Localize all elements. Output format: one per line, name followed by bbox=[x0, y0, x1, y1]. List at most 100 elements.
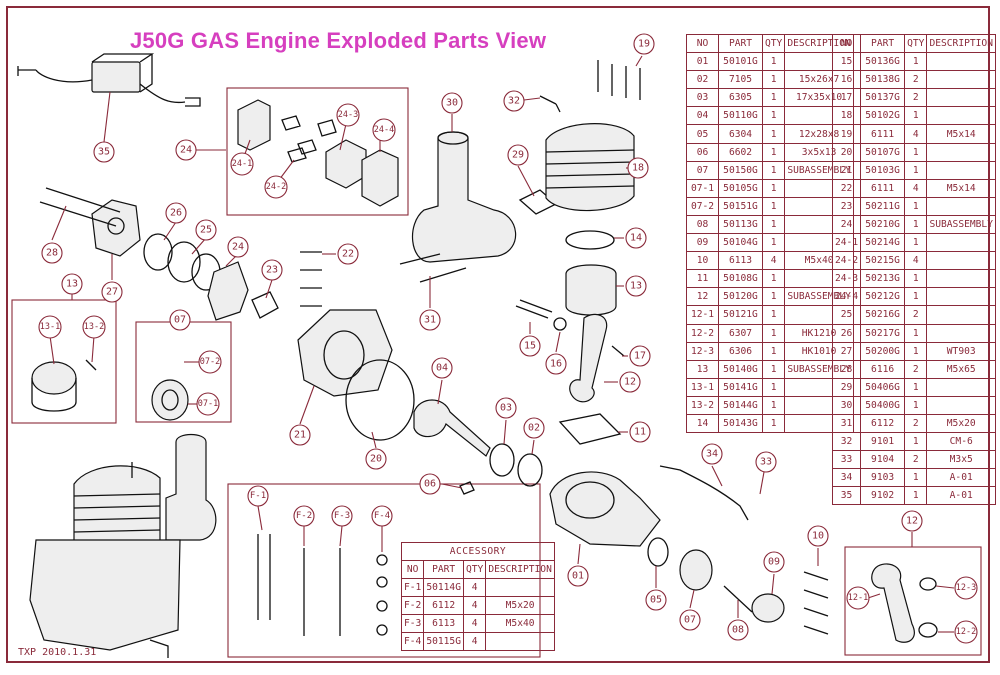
part-number-cell: F-1 bbox=[400, 578, 425, 597]
callout-34: 34 bbox=[701, 443, 723, 465]
part-code-cell: 50105G bbox=[718, 178, 763, 198]
header-no: NO bbox=[831, 33, 862, 54]
part-qty-cell: 1 bbox=[761, 214, 786, 235]
part-code-cell: 50101G bbox=[718, 52, 763, 72]
svg-text:F-4: F-4 bbox=[374, 511, 390, 521]
svg-text:29: 29 bbox=[512, 150, 524, 161]
part-code-cell: 50150G bbox=[718, 160, 763, 180]
header-qty: QTY bbox=[462, 560, 487, 579]
callout-F-4: F-4 bbox=[371, 505, 393, 527]
callout-04: 04 bbox=[431, 357, 453, 379]
bolts-22 bbox=[300, 251, 322, 307]
part-number-cell: 31 bbox=[831, 413, 862, 434]
part-description-cell: M3x5 bbox=[926, 450, 996, 470]
part-qty-cell: 2 bbox=[904, 70, 928, 90]
part-number-cell: 12 bbox=[686, 287, 719, 307]
reed-valve-parts bbox=[237, 99, 399, 207]
part-qty-cell: 4 bbox=[761, 251, 786, 271]
accessory-parts bbox=[257, 534, 388, 636]
part-description-cell bbox=[926, 52, 996, 72]
part-qty-cell: 1 bbox=[761, 124, 786, 144]
part-description-cell: M5x20 bbox=[485, 596, 555, 615]
callout-F-3: F-3 bbox=[331, 505, 353, 527]
part-qty-cell: 2 bbox=[904, 359, 928, 379]
part-number-cell: 29 bbox=[831, 377, 862, 397]
svg-text:24-3: 24-3 bbox=[338, 110, 358, 120]
conrod-part bbox=[515, 299, 625, 403]
callout-F-1: F-1 bbox=[247, 485, 269, 507]
part-code-cell: 50144G bbox=[718, 395, 763, 415]
part-number-cell: 28 bbox=[831, 359, 862, 379]
part-number-cell: 06 bbox=[686, 142, 719, 162]
callout-06: 06 bbox=[419, 473, 441, 495]
part-number-cell: 07 bbox=[686, 160, 719, 180]
part-code-cell: 50110G bbox=[718, 106, 763, 126]
part-code-cell: 50216G bbox=[860, 305, 906, 325]
svg-text:26: 26 bbox=[170, 208, 182, 219]
intake-spacers bbox=[143, 233, 279, 321]
part-qty-cell: 1 bbox=[904, 287, 928, 307]
svg-text:06: 06 bbox=[424, 479, 436, 490]
part-code-cell: 50138G bbox=[860, 70, 906, 90]
part-number-cell: 26 bbox=[831, 323, 862, 343]
part-code-cell: 6305 bbox=[718, 88, 763, 108]
part-qty-cell: 1 bbox=[761, 413, 786, 434]
part-number-cell: 02 bbox=[686, 70, 719, 90]
part-code-cell: 50104G bbox=[718, 233, 763, 253]
svg-text:14: 14 bbox=[630, 233, 642, 244]
assembled-engine bbox=[29, 433, 217, 658]
part-description-cell bbox=[926, 395, 996, 415]
part-number-cell: 05 bbox=[686, 124, 719, 144]
callout-labels: 35 24 24-1 24-2 24-3 24-4 28 27 26 25 24… bbox=[38, 33, 978, 644]
part-description-cell bbox=[926, 287, 996, 307]
part-description-cell: M5x14 bbox=[926, 124, 996, 144]
part-qty-cell: 4 bbox=[462, 614, 487, 633]
part-qty-cell: 1 bbox=[761, 106, 786, 126]
callout-24-4: 24-4 bbox=[372, 118, 396, 142]
part-number-cell: 08 bbox=[686, 214, 719, 235]
part-qty-cell: 2 bbox=[904, 305, 928, 325]
part-description-cell: CM-6 bbox=[926, 432, 996, 452]
box-reed-valve-subassembly bbox=[226, 87, 409, 216]
callout-30: 30 bbox=[441, 92, 463, 114]
part-code-cell: 50151G bbox=[718, 196, 763, 216]
svg-text:02: 02 bbox=[528, 423, 540, 434]
part-number-cell: 32 bbox=[831, 432, 862, 452]
front-drive-parts bbox=[647, 537, 829, 635]
part-number-cell: 15 bbox=[831, 52, 862, 72]
part-qty-cell: 1 bbox=[761, 395, 786, 415]
callout-15: 15 bbox=[519, 335, 541, 357]
part-code-cell: 6112 bbox=[423, 596, 464, 615]
part-qty-cell: 1 bbox=[904, 377, 928, 397]
svg-text:24: 24 bbox=[232, 242, 244, 253]
part-number-cell: 11 bbox=[686, 269, 719, 289]
part-qty-cell: 1 bbox=[761, 305, 786, 325]
callout-18: 18 bbox=[627, 157, 649, 179]
part-number-cell: 34 bbox=[831, 468, 862, 488]
callout-24-2: 24-2 bbox=[264, 175, 288, 199]
part-qty-cell: 1 bbox=[761, 377, 786, 397]
callout-10: 10 bbox=[807, 525, 829, 547]
part-number-cell: 12-1 bbox=[686, 305, 719, 325]
part-qty-cell: 2 bbox=[904, 413, 928, 434]
header-part: PART bbox=[860, 33, 906, 54]
part-description-cell: WT903 bbox=[926, 341, 996, 361]
svg-text:19: 19 bbox=[638, 39, 650, 50]
svg-text:32: 32 bbox=[508, 96, 520, 107]
crankcase-part bbox=[549, 413, 749, 547]
svg-text:05: 05 bbox=[650, 595, 662, 606]
part-code-cell: 6113 bbox=[718, 251, 763, 271]
part-qty-cell: 1 bbox=[904, 196, 928, 216]
callout-28: 28 bbox=[41, 242, 63, 264]
